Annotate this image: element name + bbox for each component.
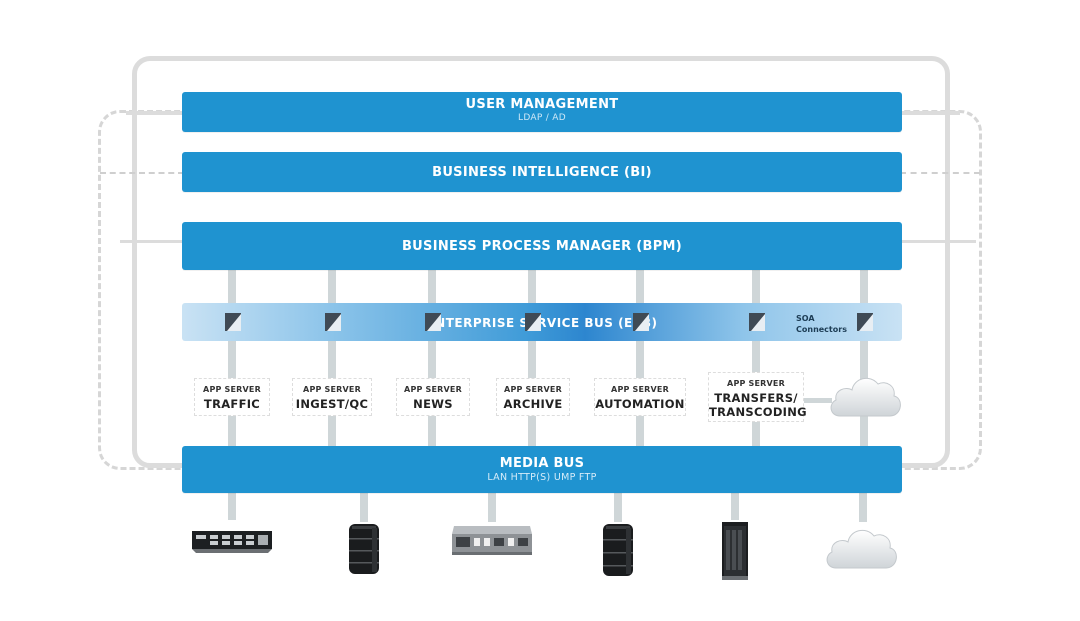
- soa-connectors-label: SOA Connectors: [796, 313, 847, 335]
- server-rack-icon: [722, 522, 748, 580]
- vertical-connector: [528, 270, 536, 446]
- device-connector: [360, 492, 368, 522]
- left-bpm-line: [120, 240, 184, 243]
- business-intelligence-title: BUSINESS INTELLIGENCE (BI): [432, 165, 652, 180]
- app-server-label: APP SERVER: [727, 379, 785, 388]
- app-server-name: TRANSFERS/ TRANSCODING: [709, 391, 807, 419]
- app-server-name: AUTOMATION: [595, 397, 685, 411]
- soa-connector-icon: [425, 313, 441, 331]
- storage-tower-icon: [349, 524, 379, 574]
- app-server-label: APP SERVER: [611, 385, 669, 394]
- router-device-icon: [192, 531, 272, 553]
- vertical-connector: [860, 270, 868, 446]
- vertical-connector: [228, 270, 236, 446]
- left-connector-line: [126, 111, 186, 115]
- soa-connector-icon: [857, 313, 873, 331]
- user-management-subtitle: LDAP / AD: [518, 113, 566, 123]
- vertical-connector: [636, 270, 644, 446]
- bpm-title: BUSINESS PROCESS MANAGER (BPM): [401, 239, 683, 254]
- app-server-name: ARCHIVE: [503, 397, 563, 411]
- app-server-label: APP SERVER: [404, 385, 462, 394]
- device-connector: [731, 492, 739, 520]
- soa-connector-icon: [225, 313, 241, 331]
- media-bus-subtitle: LAN HTTP(S) UMP FTP: [487, 472, 597, 483]
- device-connector: [488, 492, 496, 522]
- soa-label-line1: SOA: [796, 314, 815, 323]
- app-server-archive: APP SERVER ARCHIVE: [496, 378, 570, 416]
- esb-bar: ENTERPRISE SERVICE BUS (ESB): [182, 303, 902, 341]
- user-management-bar: USER MANAGEMENT LDAP / AD: [182, 92, 902, 132]
- vertical-connector: [428, 270, 436, 446]
- app-server-traffic: APP SERVER TRAFFIC: [194, 378, 270, 416]
- app-server-transfers-transcoding: APP SERVER TRANSFERS/ TRANSCODING: [708, 372, 807, 422]
- device-connector: [859, 492, 867, 522]
- app-server-name-line2: TRANSCODING: [709, 405, 807, 419]
- vertical-connector: [328, 270, 336, 446]
- media-bus-title: MEDIA BUS: [499, 456, 585, 471]
- app-server-name-line1: TRANSFERS/: [714, 391, 798, 405]
- soa-connector-icon: [749, 313, 765, 331]
- media-bus-bar: MEDIA BUS LAN HTTP(S) UMP FTP: [182, 446, 902, 493]
- soa-connector-icon: [525, 313, 541, 331]
- soa-connector-icon: [633, 313, 649, 331]
- vertical-connector: [752, 270, 760, 446]
- app-server-label: APP SERVER: [303, 385, 361, 394]
- app-server-automation: APP SERVER AUTOMATION: [594, 378, 686, 416]
- app-server-name: NEWS: [413, 397, 453, 411]
- app-server-label: APP SERVER: [504, 385, 562, 394]
- device-connector: [614, 492, 622, 522]
- app-server-ingest-qc: APP SERVER INGEST/QC: [292, 378, 372, 416]
- cloud-icon: [826, 529, 897, 569]
- right-dotted-line: [900, 172, 980, 174]
- soa-label-line2: Connectors: [796, 325, 847, 334]
- app-server-name: TRAFFIC: [203, 397, 261, 411]
- user-management-title: USER MANAGEMENT: [465, 97, 619, 112]
- left-dotted-line: [100, 172, 184, 174]
- cloud-connector-line: [804, 398, 832, 403]
- storage-tower-icon: [603, 524, 633, 576]
- broadcast-server-icon: [452, 526, 532, 555]
- business-intelligence-bar: BUSINESS INTELLIGENCE (BI): [182, 152, 902, 192]
- device-connector: [228, 492, 236, 520]
- app-server-name: INGEST/QC: [295, 397, 369, 411]
- app-server-news: APP SERVER NEWS: [396, 378, 470, 416]
- right-bpm-line: [900, 240, 976, 243]
- app-server-label: APP SERVER: [203, 385, 261, 394]
- esb-title: ENTERPRISE SERVICE BUS (ESB): [426, 316, 658, 330]
- cloud-icon: [830, 377, 901, 417]
- right-connector-line: [900, 111, 960, 115]
- bpm-bar: BUSINESS PROCESS MANAGER (BPM): [182, 222, 902, 270]
- soa-connector-icon: [325, 313, 341, 331]
